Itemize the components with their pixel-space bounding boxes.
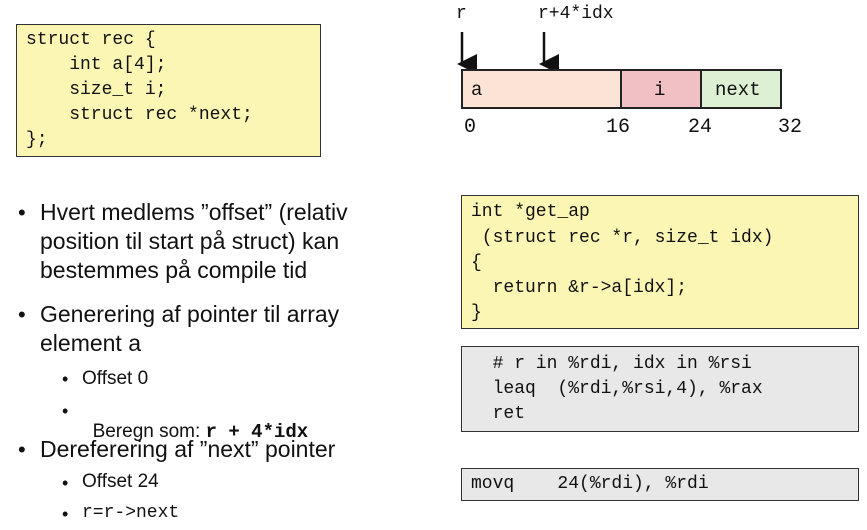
sub-bullet-label: Beregn som: — [92, 421, 206, 442]
assembly-code-box: # r in %rdi, idx in %rsi leaq (%rdi,%rsi… — [461, 346, 859, 432]
code-line: int *get_ap — [471, 202, 590, 222]
bullet-text: element a — [40, 330, 142, 356]
sub-bullet-dot: • — [62, 369, 69, 389]
bullet-text: Hvert medlems ”offset” (relativ — [40, 199, 348, 225]
code-line: { — [471, 253, 482, 273]
bullet-text: position til start på struct) kan — [40, 228, 340, 254]
bullet-dot: • — [18, 302, 26, 327]
code-line: movq 24(%rdi), %rdi — [471, 474, 709, 494]
pointer-label-r: r — [456, 4, 467, 24]
bullet-text: bestemmes på compile tid — [40, 257, 308, 283]
function-code-box: int *get_ap (struct rec *r, size_t idx) … — [461, 195, 859, 329]
offset-label-0: 0 — [464, 116, 477, 139]
bullet-text: Dereferering af ”next” pointer — [40, 436, 336, 462]
code-line: size_t i; — [26, 80, 167, 100]
code-line: int a[4]; — [26, 55, 167, 75]
code-line: struct rec *next; — [26, 105, 253, 125]
sub-bullet-dot: • — [62, 504, 69, 524]
offset-label-32: 32 — [778, 116, 803, 139]
memory-block-i: i — [620, 69, 702, 109]
sub-bullet-text: Offset 0 — [82, 368, 149, 389]
movq-code-box: movq 24(%rdi), %rdi — [461, 468, 859, 501]
offset-label-16: 16 — [606, 116, 631, 139]
sub-bullet-text: Beregn som: r + 4*idx — [82, 399, 309, 443]
bullet-dot: • — [18, 200, 26, 225]
bullet-text: Generering af pointer til array — [40, 301, 340, 327]
code-line: }; — [26, 130, 48, 150]
sub-bullet-dot: • — [62, 473, 69, 493]
sub-bullet-text: Offset 24 — [82, 471, 159, 492]
memory-block-a: a — [461, 69, 622, 109]
code-line: struct rec { — [26, 30, 156, 50]
code-line: } — [471, 303, 482, 323]
code-line: (struct rec *r, size_t idx) — [471, 228, 774, 248]
offset-label-24: 24 — [688, 116, 713, 139]
field-label-next: next — [715, 79, 761, 101]
code-line: # r in %rdi, idx in %rsi — [471, 354, 752, 374]
code-line: return &r->a[idx]; — [471, 278, 688, 298]
field-label-a: a — [471, 79, 483, 101]
memory-block-next: next — [700, 69, 782, 109]
field-label-i: i — [654, 79, 666, 101]
code-line: ret — [471, 404, 526, 424]
sub-bullet-code: r=r->next — [82, 503, 180, 523]
bullet-dot: • — [18, 437, 26, 462]
struct-code-box: struct rec { int a[4]; size_t i; struct … — [16, 24, 321, 157]
pointer-label-r-plus-idx: r+4*idx — [538, 4, 614, 24]
sub-bullet-code: r + 4*idx — [205, 421, 309, 443]
code-line: leaq (%rdi,%rsi,4), %rax — [471, 379, 763, 399]
sub-bullet-dot: • — [62, 401, 69, 421]
